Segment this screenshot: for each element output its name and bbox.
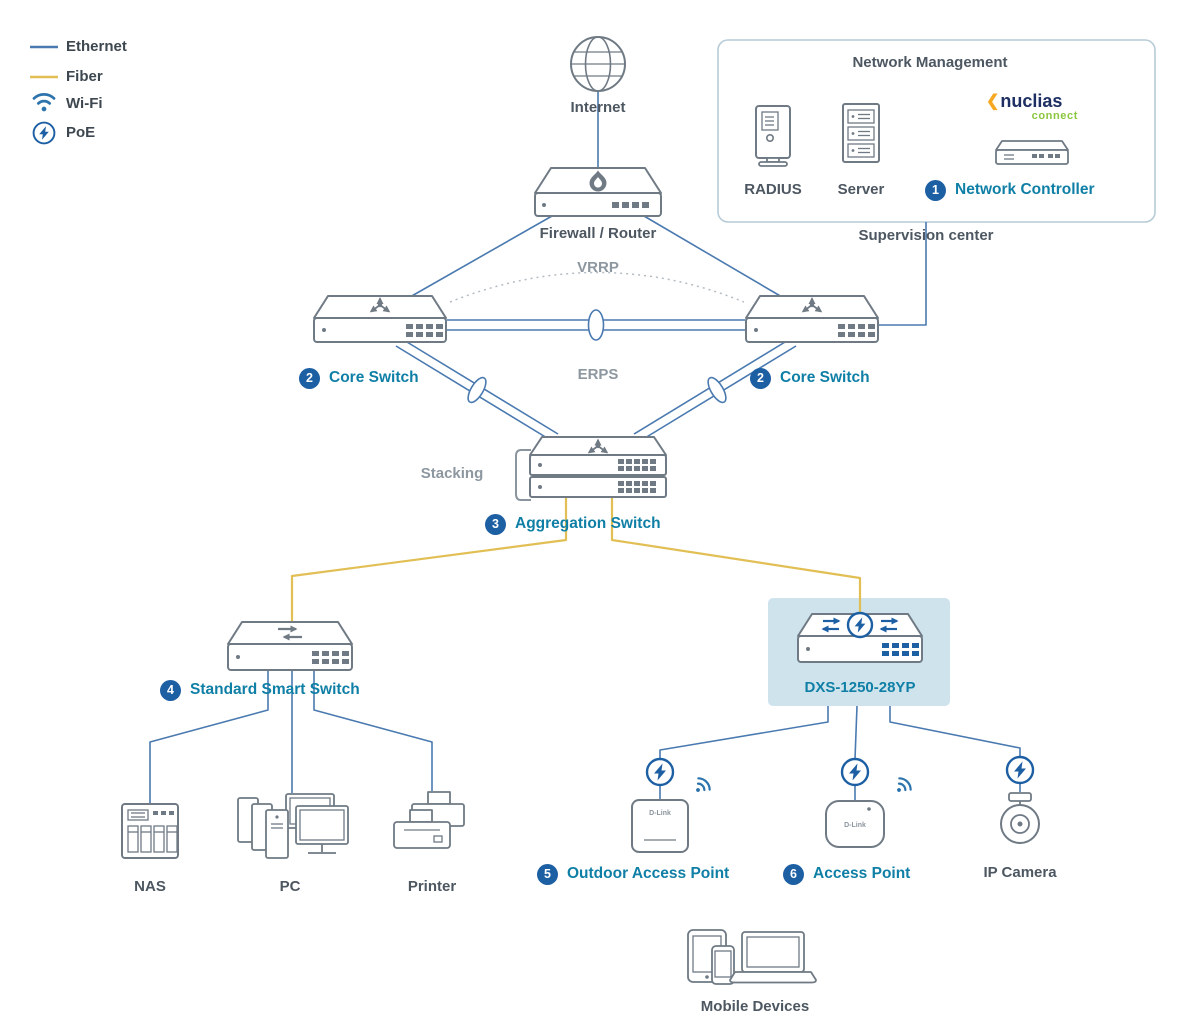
poe-legend-icon	[32, 121, 56, 145]
dxs-model-label: DXS-1250-28YP	[804, 679, 916, 696]
firewall-router-icon	[534, 167, 662, 217]
internet-globe-icon	[570, 36, 626, 92]
nas-icon	[121, 803, 179, 859]
printer-label: Printer	[407, 878, 457, 895]
core-switch-right-icon	[746, 296, 878, 342]
access-point-label: Access Point	[813, 865, 911, 882]
mobile-devices-label: Mobile Devices	[700, 998, 810, 1015]
core-switch-right-callout: 2 Core Switch	[750, 367, 870, 389]
badge-3: 3	[485, 513, 506, 535]
legend-label-ethernet: Ethernet	[66, 38, 127, 55]
vrrp-link	[449, 271, 745, 303]
wifi-icon-access-point	[890, 774, 915, 799]
server-rack-icon	[842, 103, 880, 163]
nuclias-connect-text: connect	[1031, 110, 1078, 122]
smart-switch-label: Standard Smart Switch	[190, 681, 360, 698]
core-switch-left-callout: 2 Core Switch	[299, 367, 419, 389]
vrrp-label: VRRP	[577, 259, 619, 276]
network-management-title: Network Management	[852, 54, 1008, 71]
nuclias-mark-icon: ❮	[986, 93, 1000, 110]
ip-camera-icon	[1000, 792, 1040, 844]
access-point-brand-text: D-Link	[844, 822, 866, 829]
firewall-router-label: Firewall / Router	[539, 225, 657, 242]
ip-camera-label: IP Camera	[983, 864, 1057, 881]
mobile-devices-icon	[687, 929, 817, 985]
badge-2-right: 2	[750, 367, 771, 389]
network-controller-label: Network Controller	[955, 181, 1095, 198]
dxs-switch-icon	[797, 611, 923, 663]
stacking-bracket	[515, 449, 531, 501]
nas-label: NAS	[134, 878, 166, 895]
access-point-callout: 6 Access Point	[783, 863, 910, 885]
aggregation-switch-callout: 3 Aggregation Switch	[485, 513, 661, 535]
pc-cluster-icon	[237, 793, 349, 859]
wifi-icon-outdoor-ap	[689, 774, 714, 799]
core-switch-right-label: Core Switch	[780, 369, 870, 386]
stacking-label: Stacking	[420, 465, 484, 482]
smart-switch-icon	[227, 621, 353, 671]
badge-1: 1	[925, 179, 946, 201]
poe-icon-ip-camera	[1005, 755, 1035, 785]
nuclias-name: nuclias	[1000, 91, 1063, 111]
legend-icons	[30, 45, 58, 145]
link-aggregation-rings	[467, 309, 727, 404]
outdoor-access-point-icon: D-Link	[631, 799, 689, 853]
outdoor-ap-brand-text: D-Link	[649, 810, 671, 817]
core-switch-left-label: Core Switch	[329, 369, 419, 386]
legend-label-wifi: Wi-Fi	[66, 95, 103, 112]
core-switch-left-icon	[314, 296, 446, 342]
aggregation-switch-label: Aggregation Switch	[515, 515, 661, 532]
smart-switch-callout: 4 Standard Smart Switch	[160, 679, 360, 701]
legend-label-poe: PoE	[66, 124, 96, 141]
outdoor-ap-label: Outdoor Access Point	[567, 865, 730, 882]
poe-icon-outdoor-ap	[645, 757, 675, 787]
badge-4: 4	[160, 679, 181, 701]
aggregation-switch-icon	[529, 436, 667, 498]
nuclias-connect-logo: ❮ nuclias connect	[986, 91, 1078, 123]
network-management-box	[717, 39, 1156, 223]
badge-6: 6	[783, 863, 804, 885]
network-controller-icon	[995, 140, 1069, 165]
radius-server-icon	[755, 105, 791, 167]
supervision-center-label: Supervision center	[858, 227, 994, 244]
printer-icon	[393, 791, 465, 849]
internet-label: Internet	[570, 99, 626, 116]
access-point-icon: D-Link	[825, 800, 885, 848]
wifi-legend-icon	[32, 92, 56, 113]
poe-icon-access-point	[840, 757, 870, 787]
outdoor-ap-callout: 5 Outdoor Access Point	[537, 863, 729, 885]
network-controller-callout: 1 Network Controller	[925, 179, 1095, 201]
badge-5: 5	[537, 863, 558, 885]
fiber-links	[290, 497, 862, 621]
legend-label-fiber: Fiber	[66, 68, 103, 85]
server-label: Server	[837, 181, 885, 198]
erps-label: ERPS	[577, 366, 619, 383]
badge-2-left: 2	[299, 367, 320, 389]
pc-label: PC	[279, 878, 301, 895]
radius-label: RADIUS	[744, 181, 802, 198]
